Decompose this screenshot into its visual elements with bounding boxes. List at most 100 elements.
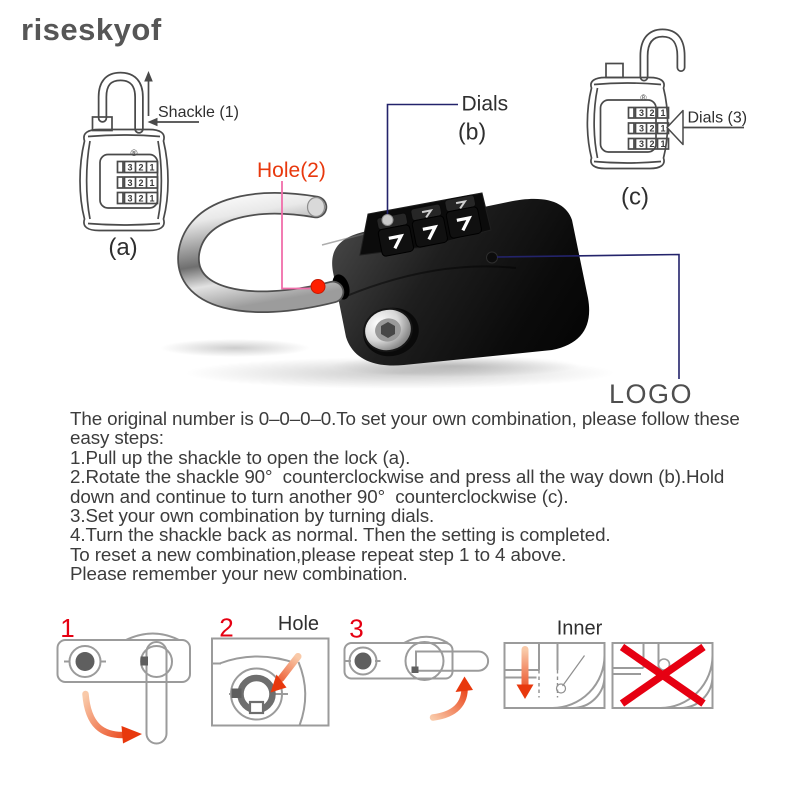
body-seam-line — [336, 265, 517, 301]
dial-wheel-edge — [116, 160, 124, 174]
dial-digit: 2 — [649, 108, 654, 118]
instruction-line: easy steps: — [70, 427, 164, 449]
dial-bulge — [125, 632, 180, 641]
dial-row — [123, 191, 159, 205]
shackle-hole-left-pin — [354, 652, 372, 670]
shackle-cut-end — [306, 196, 326, 218]
figure-a-body-right-arc — [157, 140, 163, 220]
figure-a-caption: (a) — [108, 234, 137, 261]
figure-c-body-outline — [586, 76, 669, 170]
press-arrow — [277, 653, 302, 682]
figure-b-caption: (b) — [458, 119, 486, 145]
dial-wheel-edge — [627, 122, 635, 135]
dial-digit: 3 — [127, 178, 132, 188]
figure-a-body-bottom-line — [87, 222, 161, 226]
dial-bulge — [219, 655, 297, 665]
figure-c-body-left-arc — [593, 87, 599, 159]
shackle-hole-left-pin — [75, 652, 95, 671]
hole-2-label: Hole(2) — [257, 159, 326, 182]
hole-outer-circle — [230, 667, 283, 721]
dial-front-face — [411, 215, 448, 248]
callouts: Dials (b) Hole(2) LOGO — [257, 93, 693, 410]
dials-callout-dot — [381, 214, 394, 226]
figure-c-body-bottom-line — [593, 160, 662, 164]
press-down-arrowhead-icon — [516, 684, 534, 699]
dial-row — [123, 160, 159, 174]
side-bulge — [297, 661, 307, 726]
step-1-diagram: 1 — [56, 613, 191, 745]
dial-front-face — [377, 224, 414, 257]
figure-c-dial-panel — [599, 99, 657, 153]
shackle-hole-right — [404, 641, 445, 681]
instruction-line: 3.Set your own combination by turning di… — [70, 505, 435, 527]
instruction-line: 4.Turn the shackle back as normal. Then … — [70, 524, 611, 546]
figure-c-body-top-line — [593, 82, 662, 86]
rotate-arrow — [82, 690, 128, 739]
logo-label: LOGO — [609, 379, 693, 409]
dial-glyph-icon — [456, 215, 473, 232]
pivot-needle — [562, 655, 585, 687]
instruction-line: 2.Rotate the shackle 90° counterclockwis… — [70, 466, 725, 488]
dial-digit: 3 — [639, 108, 644, 118]
cutaway-box — [503, 642, 606, 709]
lock-closeup-view — [211, 637, 330, 727]
rotated-shackle-side — [415, 650, 490, 672]
instruction-line: 1.Pull up the shackle to open the lock (… — [70, 446, 411, 468]
shackle-latch-tab — [140, 656, 148, 666]
hole-notch — [248, 700, 265, 715]
instruction-line: The original number is 0–0–0–0.To set yo… — [70, 408, 740, 429]
dial-digit: 1 — [660, 108, 665, 118]
figure-a-body-top-line — [87, 134, 161, 138]
dial-digit: 2 — [138, 194, 143, 204]
dial-digit: 3 — [639, 124, 644, 134]
figure-c-shackle-fill — [641, 30, 684, 80]
dial-digit: 1 — [149, 163, 154, 173]
dial-row-separators — [134, 161, 148, 204]
dials-callout-line — [386, 103, 458, 216]
lock-top-view — [56, 639, 191, 683]
dial-digit: 2 — [138, 178, 143, 188]
dial-digit: 3 — [127, 163, 132, 173]
figure-a-body-outline — [79, 128, 169, 232]
step-2-diagram: 2 Hole — [211, 613, 330, 727]
dial-row — [634, 106, 670, 119]
shackle-part-label: Shackle (1) — [158, 104, 239, 121]
dial-digit: 2 — [649, 124, 654, 134]
dial-glyph-icon — [388, 233, 405, 250]
dials-3-label: Dials (3) — [688, 110, 748, 127]
press-arrowhead-icon — [270, 674, 287, 693]
dial-row — [123, 176, 159, 189]
shackle-latch-tab — [411, 666, 419, 673]
dial-digit: 2 — [138, 163, 143, 173]
seller-watermark: riseskyof — [21, 12, 162, 47]
dial-top-glyph-icon — [455, 199, 468, 210]
dial-digit: 1 — [149, 178, 154, 188]
inner-label: Inner — [557, 618, 603, 640]
hole-tab — [231, 688, 242, 698]
shackle-hole-left — [348, 646, 378, 676]
logo-callout-line — [496, 253, 680, 379]
pivot-circle — [555, 683, 567, 694]
dial-row — [634, 137, 670, 150]
dial-wheel-edge — [627, 137, 635, 150]
pressed-position-dashes — [538, 670, 559, 698]
instruction-line: down and continue to turn another 90° co… — [70, 485, 569, 507]
figure-a-dial-rows: 3 2 1 3 2 1 3 2 1 — [116, 160, 159, 205]
cylinder-hex-socket — [381, 322, 395, 338]
dial-wheel-edge — [116, 176, 124, 189]
dial-top-glyph-icon — [421, 208, 434, 219]
pull-up-arrowhead-icon — [144, 71, 153, 82]
figure-c-caption: (c) — [621, 184, 649, 211]
dial-glyph-icon — [422, 224, 439, 241]
rotated-shackle-down — [145, 641, 168, 745]
hole-marker-dot — [310, 279, 326, 294]
instruction-line: To reset a new combination,please repeat… — [70, 543, 567, 565]
dial-wheel-edge — [116, 191, 124, 205]
rotate-arrowhead-icon — [455, 676, 473, 692]
figure-c-shackle-collar — [605, 62, 624, 79]
dial-wheel — [410, 203, 448, 248]
figure-a-shackle-collar — [91, 116, 113, 132]
figure-c-lock-line-drawing: ® 3 2 1 3 2 1 3 2 1 Dials (3) — [586, 28, 748, 211]
inner-wrong-diagram — [611, 642, 714, 709]
